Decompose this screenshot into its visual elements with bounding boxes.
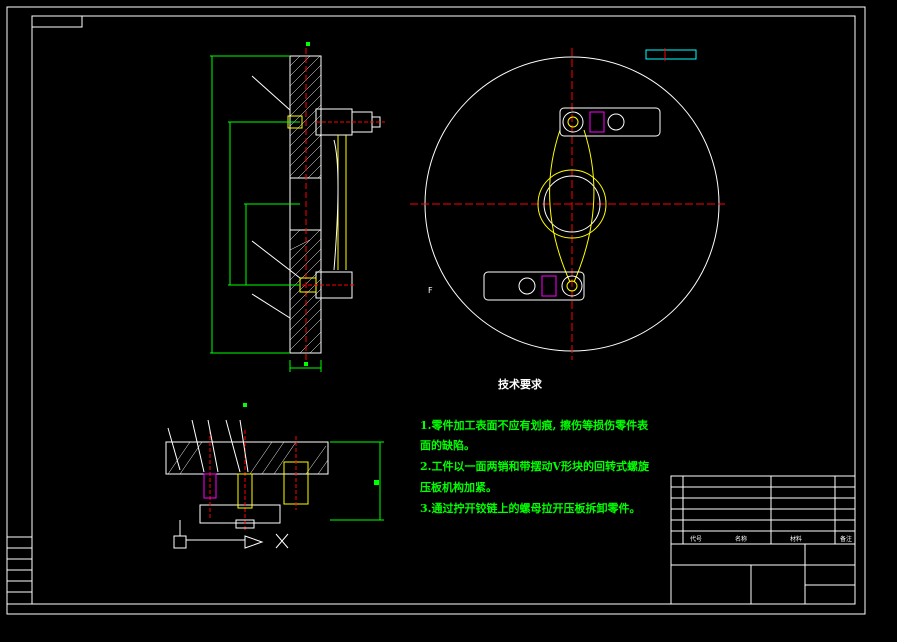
section-view xyxy=(165,403,384,549)
requirement-line-4: 压板机构加紧。 xyxy=(420,481,497,494)
section-letter: F xyxy=(428,286,433,295)
requirement-line-3: 2.工件以一面两销和带摆动V形块的回转式螺旋 xyxy=(420,460,650,473)
top-left-tag-box xyxy=(31,15,83,28)
requirement-line-1: 1.零件加工表面不应有划痕, 擦伤等损伤零件表 xyxy=(420,419,649,432)
title-col-code: 代号 xyxy=(690,535,702,543)
title-col-material: 材料 xyxy=(790,535,802,543)
title-block xyxy=(670,475,856,605)
requirement-line-5: 3.通过拧开铰链上的螺母拉开压板拆卸零件。 xyxy=(420,502,641,515)
inner-border xyxy=(31,15,856,605)
outer-border xyxy=(6,6,866,615)
left-margin-table xyxy=(6,536,33,605)
top-view: F xyxy=(410,48,725,360)
title-col-remark: 备注 xyxy=(840,535,852,543)
tech-requirements-title: 技术要求 xyxy=(498,378,542,391)
title-col-name: 名称 xyxy=(735,535,747,543)
front-view xyxy=(210,42,385,372)
requirement-line-2: 面的缺陷。 xyxy=(420,439,475,452)
